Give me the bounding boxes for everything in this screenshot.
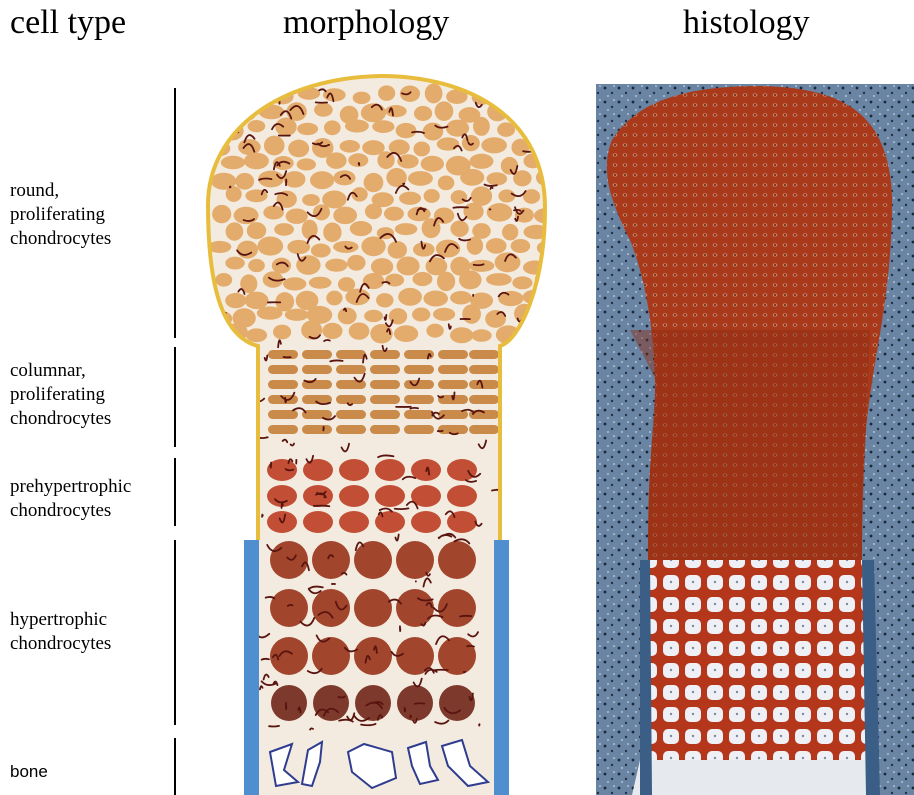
histology-collar-left <box>640 560 652 795</box>
histology-columnar-band <box>630 330 870 560</box>
histology-hypertrophic-zone <box>648 560 866 760</box>
histology-marrow <box>632 760 880 795</box>
